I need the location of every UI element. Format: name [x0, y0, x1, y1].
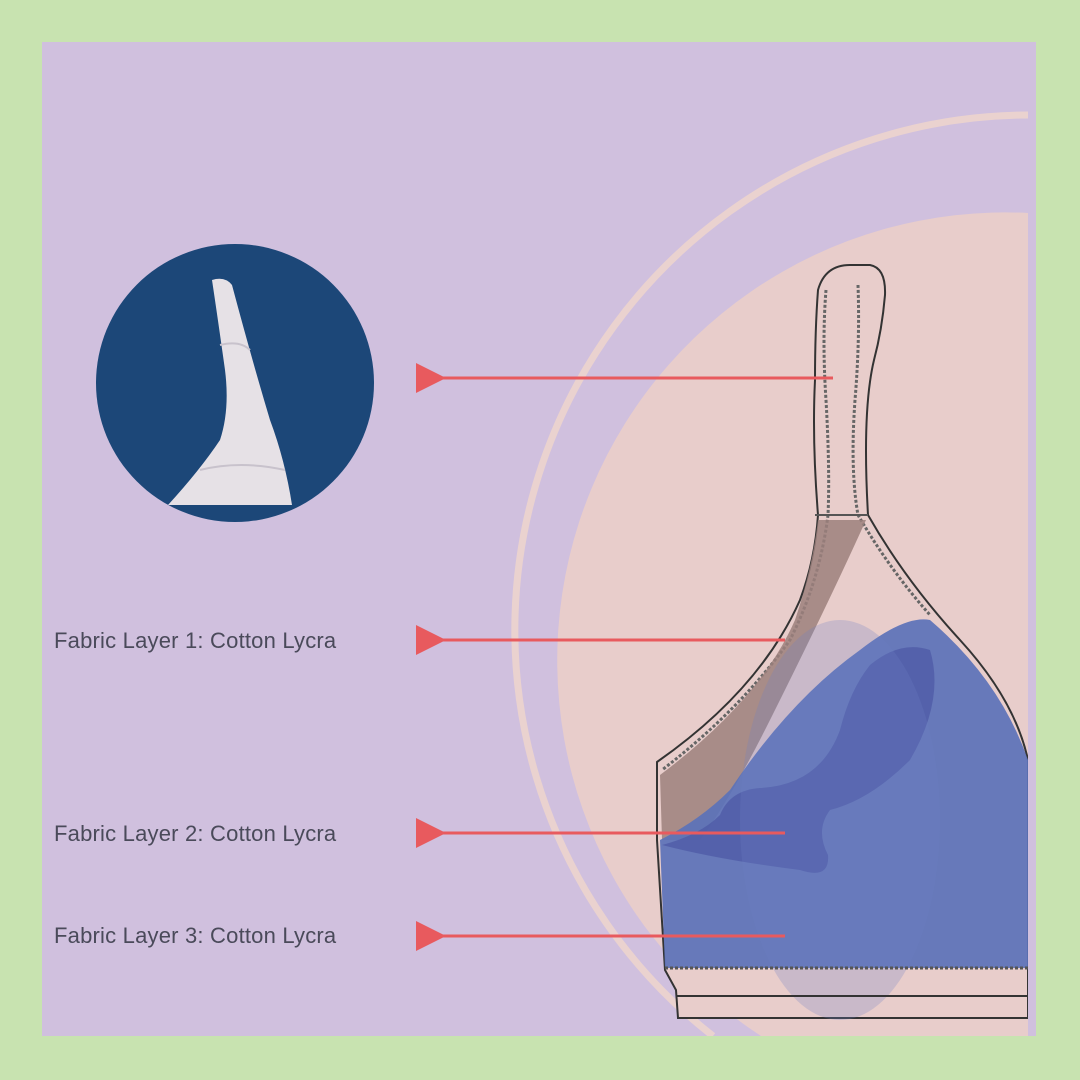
- fabric-layer-1: [660, 520, 866, 840]
- strap-stitch-right: [851, 284, 932, 616]
- cup-overlay: [740, 620, 940, 1020]
- accent-ring: [511, 111, 1028, 1036]
- fabric-layer-2: [662, 647, 935, 873]
- label-layer-2: Fabric Layer 2: Cotton Lycra: [54, 821, 337, 846]
- strap-detail-fold: [199, 342, 286, 471]
- label-layer-1: Fabric Layer 1: Cotton Lycra: [54, 628, 337, 653]
- label-layer-3: Fabric Layer 3: Cotton Lycra: [54, 923, 337, 948]
- strap-detail-image: [168, 278, 292, 505]
